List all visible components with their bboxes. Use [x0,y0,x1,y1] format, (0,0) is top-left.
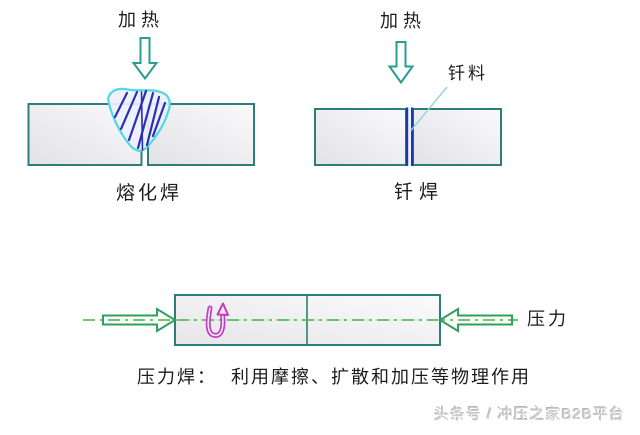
pressure-welding-caption: 压力焊： 利用摩擦、扩散和加压等物理作用 [137,367,531,387]
brazing-figure [314,41,502,166]
heat-arrow-left-icon [131,37,159,81]
fusion-welding-figure [27,37,255,166]
pressure-arrow-left-icon [102,307,177,333]
pressure-arrow-right-icon [438,307,513,333]
pressure-welding-figure [83,294,518,346]
heating-label-right: 加热 [380,11,426,31]
rotation-arrow-icon [205,302,229,339]
brazing-label: 钎焊 [393,182,445,203]
weld-pool-hatch [113,89,167,151]
braze-filler-strip-icon [405,107,414,166]
braze-right-plate [412,108,502,166]
filler-leader-line [409,86,448,132]
heating-label-left: 加热 [118,10,164,30]
braze-left-plate [314,108,407,166]
heat-arrow-right-icon [387,41,415,85]
fusion-welding-label: 熔化焊 [115,183,183,204]
watermark: 头条号 / 冲压之家B2B平台 [434,406,625,423]
filler-label: 钎料 [448,64,488,83]
pressure-label: 压力 [527,309,569,329]
